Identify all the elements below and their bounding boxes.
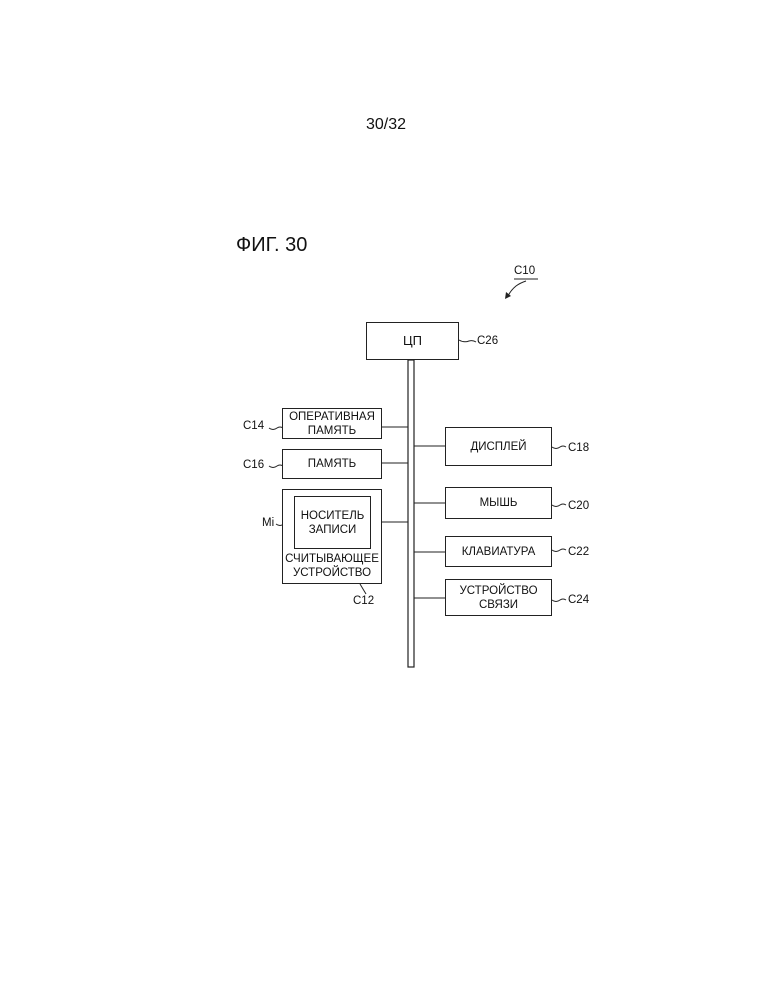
display-label: ДИСПЛЕЙ bbox=[470, 440, 526, 454]
display-ref: C18 bbox=[568, 442, 589, 454]
system-bus bbox=[408, 360, 414, 667]
comm-ref: C24 bbox=[568, 594, 589, 606]
display-leader bbox=[552, 446, 566, 449]
mouse-ref: C20 bbox=[568, 500, 589, 512]
comm-label: УСТРОЙСТВО СВЯЗИ bbox=[454, 584, 543, 612]
keyboard-label: КЛАВИАТУРА bbox=[462, 545, 536, 559]
keyboard-leader bbox=[552, 549, 566, 552]
reader-ref: C12 bbox=[353, 595, 374, 607]
ram-label: ОПЕРАТИВНАЯ ПАМЯТЬ bbox=[287, 410, 377, 438]
mouse-label: МЫШЬ bbox=[480, 496, 518, 510]
keyboard-ref: C22 bbox=[568, 546, 589, 558]
medium-label: НОСИТЕЛЬ ЗАПИСИ bbox=[301, 509, 365, 537]
medium-box: НОСИТЕЛЬ ЗАПИСИ bbox=[294, 496, 371, 549]
memory-label: ПАМЯТЬ bbox=[308, 457, 356, 471]
cpu-box: ЦП bbox=[366, 322, 459, 360]
reader-leader bbox=[360, 584, 366, 594]
cpu-label: ЦП bbox=[403, 334, 422, 348]
keyboard-box: КЛАВИАТУРА bbox=[445, 536, 552, 567]
comm-leader bbox=[552, 599, 566, 602]
cpu-leader bbox=[459, 340, 476, 342]
comm-box: УСТРОЙСТВО СВЯЗИ bbox=[445, 579, 552, 616]
ram-box: ОПЕРАТИВНАЯ ПАМЯТЬ bbox=[282, 408, 382, 439]
system-arrow bbox=[508, 281, 526, 296]
medium-ref: Mi bbox=[262, 517, 274, 529]
mouse-leader bbox=[552, 504, 566, 507]
system-ref: C10 bbox=[514, 265, 535, 277]
ram-leader bbox=[269, 427, 283, 430]
memory-ref: C16 bbox=[243, 459, 264, 471]
memory-box: ПАМЯТЬ bbox=[282, 449, 382, 479]
cpu-ref: C26 bbox=[477, 335, 498, 347]
display-box: ДИСПЛЕЙ bbox=[445, 427, 552, 466]
reader-label: СЧИТЫВАЮЩЕЕ УСТРОЙСТВО bbox=[283, 552, 381, 580]
ram-ref: C14 bbox=[243, 420, 264, 432]
mouse-box: МЫШЬ bbox=[445, 487, 552, 519]
memory-leader bbox=[269, 465, 283, 468]
